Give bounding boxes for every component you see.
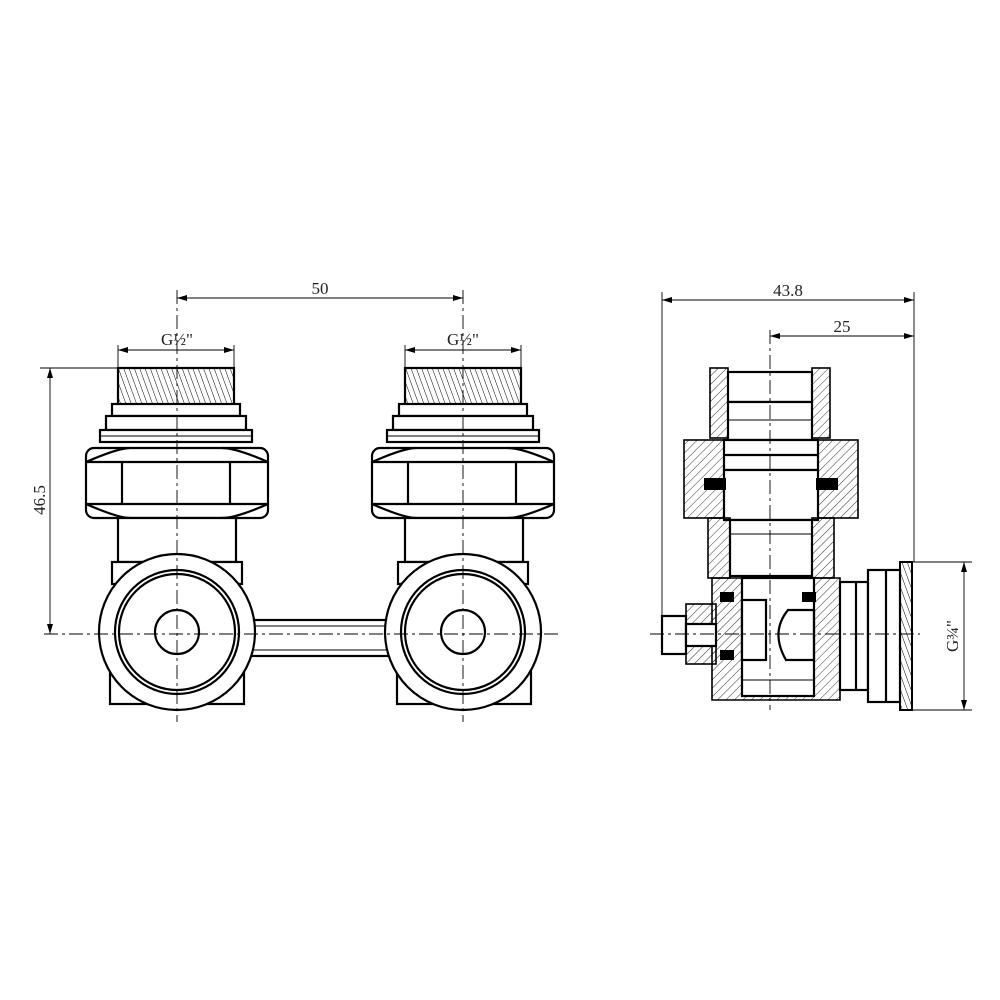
dimension-thread-left-label: G½"	[161, 330, 193, 349]
dimension-thread-right-label: G½"	[447, 330, 479, 349]
dimension-offset: 25	[770, 317, 914, 339]
dimension-depth: 43.8	[661, 281, 915, 616]
section-top-nipple	[709, 367, 831, 442]
dimension-outlet-thread: G¾"	[912, 561, 972, 711]
dimension-spacing: 50	[177, 279, 463, 301]
dimension-thread-left: G½"	[117, 330, 235, 370]
dimension-outlet-thread-label: G¾"	[943, 620, 962, 652]
section-valve-body	[711, 576, 841, 701]
section-union-nut	[683, 438, 859, 522]
dimension-offset-label: 25	[834, 317, 851, 336]
section-centerlines	[650, 330, 920, 710]
left-thread	[116, 366, 236, 408]
front-view: 50 G½" G½" 46.5	[30, 279, 560, 722]
dimension-spacing-label: 50	[312, 279, 329, 298]
front-centerlines	[44, 290, 560, 722]
section-view: 43.8 25 G¾"	[650, 281, 972, 711]
section-sleeve	[707, 517, 835, 579]
dimension-thread-right: G½"	[404, 330, 522, 370]
dimension-height: 46.5	[30, 367, 118, 634]
connecting-tube	[243, 618, 399, 658]
dimension-height-label: 46.5	[30, 485, 49, 515]
section-outlet-fitting	[838, 561, 913, 711]
dimension-depth-label: 43.8	[773, 281, 803, 300]
